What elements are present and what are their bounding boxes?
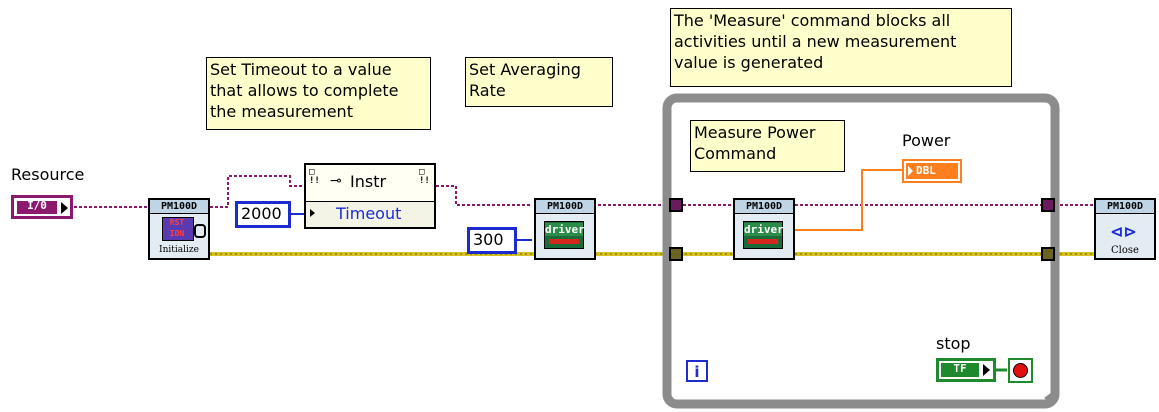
close-vi-header: PM100D xyxy=(1096,200,1154,214)
loop-error-tunnel-in[interactable] xyxy=(669,247,683,261)
timeout-note: Set Timeout to a value that allows to co… xyxy=(206,57,431,130)
measure-blocks-note: The 'Measure' command blocks all activit… xyxy=(670,8,1012,87)
measure-power-vi[interactable]: PM100D driver xyxy=(733,198,795,260)
resource-control[interactable]: I/0 xyxy=(11,195,73,219)
averaging-constant[interactable]: 300 xyxy=(467,227,517,254)
power-label: Power xyxy=(902,131,951,150)
power-type-text: DBL xyxy=(916,164,936,177)
refnum-icon: □!! xyxy=(309,167,320,186)
visa-wire xyxy=(74,175,1094,208)
close-plug-icon: ⊲⊳ xyxy=(1110,222,1137,241)
timeout-constant-value: 2000 xyxy=(241,204,282,223)
loop-visa-tunnel-in[interactable] xyxy=(669,198,683,212)
key-icon: ⊸ xyxy=(330,173,342,189)
driver-icon: driver xyxy=(544,221,585,249)
power-indicator[interactable]: DBL xyxy=(902,159,962,183)
resource-arrow-icon xyxy=(61,202,68,214)
initialize-caption: Initialize xyxy=(159,245,199,255)
iteration-terminal[interactable]: i xyxy=(686,360,708,382)
stop-condition-icon[interactable] xyxy=(1008,358,1033,383)
property-arrow-icon xyxy=(310,209,315,217)
loop-error-tunnel-out[interactable] xyxy=(1041,247,1055,261)
rst-idn-text: RST IDN xyxy=(169,218,185,238)
averaging-constant-value: 300 xyxy=(473,230,504,249)
stop-label: stop xyxy=(936,334,971,353)
driver-icon: driver xyxy=(743,221,784,249)
property-node-class: Instr xyxy=(350,172,387,191)
iteration-label: i xyxy=(694,363,700,381)
stop-tf-text: TF xyxy=(953,362,967,375)
measure-power-note: Measure Power Command xyxy=(690,120,845,172)
set-averaging-vi[interactable]: PM100D driver xyxy=(534,198,596,260)
while-loop-frame[interactable] xyxy=(662,93,1060,409)
resource-label: Resource xyxy=(11,165,85,184)
timeout-constant[interactable]: 2000 xyxy=(235,201,291,228)
power-wire xyxy=(795,169,902,231)
initialize-vi[interactable]: PM100D RST IDN Initialize xyxy=(148,198,210,260)
chain-icon xyxy=(194,224,206,238)
resource-io-text: I/0 xyxy=(27,199,47,212)
property-node[interactable]: □!! ⊸ Instr □!! Timeout xyxy=(304,163,436,229)
refnum-out-icon: □!! xyxy=(419,167,430,186)
rst-idn-icon xyxy=(162,217,194,241)
close-vi[interactable]: PM100D ⊲⊳ Close xyxy=(1094,198,1156,260)
set-averaging-vi-header: PM100D xyxy=(536,200,594,214)
averaging-note: Set Averaging Rate xyxy=(465,57,613,107)
initialize-vi-header: PM100D xyxy=(150,200,208,214)
power-arrow-icon xyxy=(908,166,913,176)
loop-visa-tunnel-out[interactable] xyxy=(1041,198,1055,212)
stop-arrow-icon xyxy=(983,364,990,376)
measure-power-vi-header: PM100D xyxy=(735,200,793,214)
stop-control[interactable]: TF xyxy=(936,358,996,382)
close-caption: Close xyxy=(1111,245,1139,256)
property-timeout[interactable]: Timeout xyxy=(336,204,402,223)
